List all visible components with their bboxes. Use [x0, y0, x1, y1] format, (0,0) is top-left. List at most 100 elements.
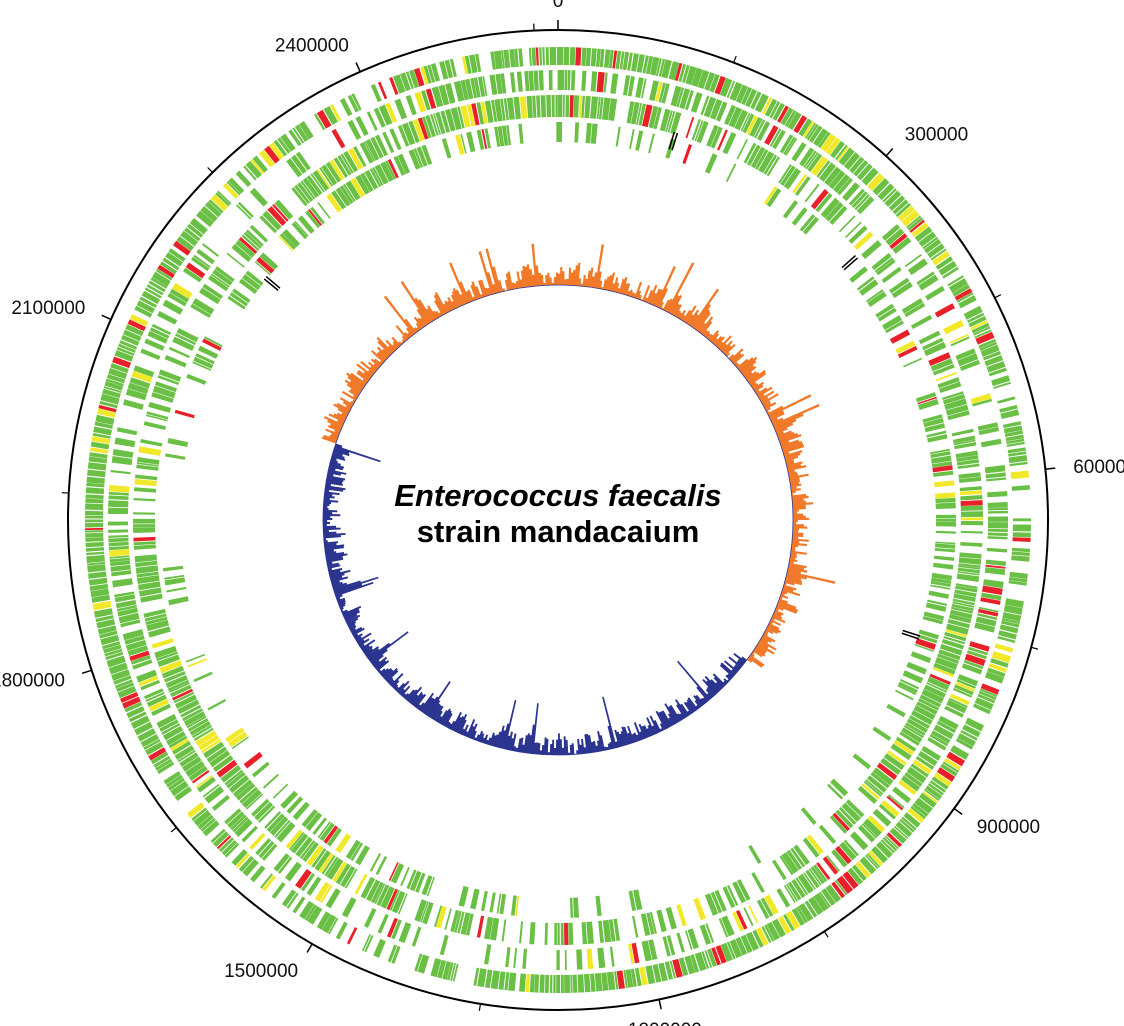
cds-feature	[940, 763, 958, 777]
cds-feature	[484, 944, 492, 965]
cds-feature	[400, 867, 410, 887]
cds-feature	[732, 881, 747, 904]
cds-feature	[921, 745, 941, 761]
cds-feature	[291, 154, 307, 174]
cds-feature	[794, 176, 811, 196]
cds-feature	[913, 705, 936, 721]
cds-feature	[355, 845, 370, 866]
cds-feature	[585, 47, 592, 67]
cds-feature	[269, 142, 285, 160]
cds-feature	[900, 679, 920, 690]
cds-feature	[830, 778, 849, 797]
cds-feature	[628, 943, 635, 964]
cds-feature	[923, 611, 945, 621]
cds-feature	[267, 206, 287, 226]
cds-feature	[163, 771, 181, 785]
cds-feature	[684, 955, 696, 975]
cds-feature	[859, 856, 877, 875]
cds-feature	[958, 472, 981, 479]
cds-feature	[847, 867, 863, 885]
cds-feature	[231, 243, 252, 263]
cds-feature	[927, 737, 947, 751]
cds-feature	[914, 797, 933, 814]
cds-feature	[263, 773, 280, 789]
cds-feature	[903, 724, 924, 739]
cds-feature	[748, 844, 762, 864]
repeat-marker	[902, 629, 921, 637]
cds-feature	[136, 575, 160, 585]
cds-feature	[148, 626, 171, 638]
cds-feature	[86, 554, 105, 564]
cds-feature	[635, 130, 644, 151]
cds-feature	[137, 728, 157, 742]
cds-feature	[790, 847, 806, 868]
cds-feature	[397, 124, 410, 147]
cds-feature	[910, 651, 932, 664]
cds-feature	[729, 81, 743, 102]
minor-tick	[1031, 646, 1039, 650]
cds-feature	[631, 942, 640, 964]
cds-feature	[112, 578, 133, 588]
cds-feature	[159, 719, 179, 732]
cds-feature	[85, 510, 104, 516]
cds-feature	[986, 477, 1007, 482]
cds-feature	[564, 974, 571, 993]
cds-feature	[987, 522, 1008, 529]
cds-feature	[802, 121, 815, 138]
cds-feature	[258, 805, 276, 823]
cds-feature	[232, 816, 249, 833]
cds-feature	[736, 139, 748, 160]
cds-feature	[212, 755, 234, 773]
cds-feature	[776, 888, 791, 908]
cds-feature	[173, 691, 195, 704]
cds-feature	[851, 191, 868, 209]
cds-feature	[979, 688, 998, 698]
cds-feature	[470, 888, 480, 910]
cds-feature	[961, 663, 983, 675]
cds-feature	[935, 492, 956, 499]
cds-feature	[805, 152, 819, 170]
cds-feature	[201, 243, 220, 258]
cds-feature	[112, 449, 134, 459]
cds-feature	[766, 156, 780, 177]
cds-feature	[908, 715, 930, 729]
cds-feature	[108, 368, 128, 380]
cds-feature	[123, 329, 142, 342]
cds-feature	[493, 50, 503, 70]
cds-feature	[1002, 612, 1022, 622]
cds-feature	[417, 954, 430, 974]
cds-feature	[628, 890, 637, 912]
cds-feature	[907, 258, 928, 276]
cds-feature	[959, 359, 981, 371]
cds-feature	[394, 98, 408, 120]
cds-feature	[703, 96, 717, 118]
cds-feature	[515, 895, 520, 916]
cds-feature	[907, 217, 924, 231]
cds-feature	[391, 945, 401, 964]
cds-feature	[406, 869, 417, 890]
cds-feature	[781, 852, 799, 874]
cds-feature	[815, 193, 833, 213]
cds-feature	[519, 96, 528, 119]
cds-feature	[491, 99, 498, 123]
cds-feature	[806, 123, 819, 141]
cds-feature	[401, 122, 416, 146]
cds-feature	[252, 155, 268, 173]
cds-feature	[200, 817, 216, 832]
cds-feature	[132, 659, 153, 670]
cds-feature	[177, 749, 196, 763]
cds-feature	[967, 312, 985, 323]
cds-feature	[874, 257, 894, 273]
cds-feature	[546, 95, 552, 118]
cds-feature	[892, 199, 909, 215]
cds-feature	[426, 876, 435, 897]
cds-feature	[988, 367, 1007, 377]
cds-feature	[198, 345, 219, 359]
cds-feature	[676, 87, 685, 108]
cds-feature	[954, 288, 973, 301]
cds-feature	[125, 388, 147, 401]
cds-feature	[186, 715, 207, 729]
cds-feature	[709, 99, 723, 120]
cds-feature	[841, 802, 862, 823]
cds-feature	[822, 856, 839, 875]
